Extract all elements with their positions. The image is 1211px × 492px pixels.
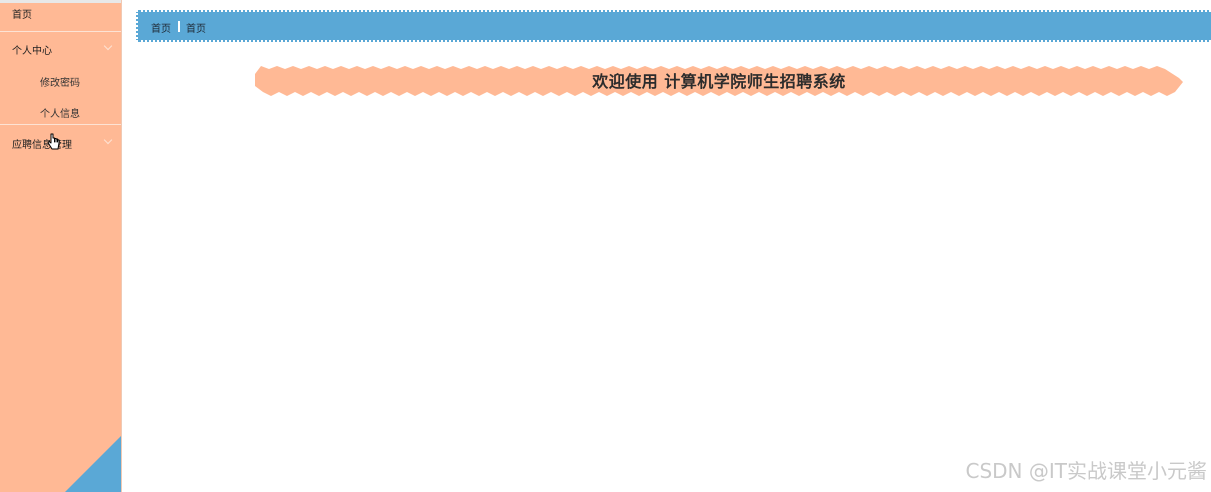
sidebar-item-change-password[interactable]: 修改密码 [0,74,121,90]
sidebar-item-home[interactable]: 首页 [0,6,121,31]
sidebar-group-personal-center[interactable]: 个人中心 [0,41,121,58]
breadcrumb-item-current: 首页 [186,24,206,35]
sidebar-top-strip [0,0,121,3]
sidebar-item-label: 修改密码 [40,78,80,89]
sidebar-corner-decoration [65,436,121,492]
sidebar-divider [0,124,121,125]
sidebar-item-label: 个人信息 [40,109,80,120]
page-title: 欢迎使用 计算机学院师生招聘系统 [592,72,846,91]
sidebar-item-personal-info[interactable]: 个人信息 [0,105,121,121]
breadcrumb-separator [178,21,180,32]
sidebar-group-label: 应聘信息管理 [12,140,72,151]
sidebar-divider [0,31,121,32]
chevron-down-icon [103,41,113,51]
chevron-down-icon [103,135,113,145]
banner-brush-shape [255,66,1183,96]
watermark-text: CSDN @IT实战课堂小元酱 [965,459,1208,483]
breadcrumb: 首页 首页 [136,10,1211,42]
sidebar-item-label: 首页 [12,10,32,21]
sidebar: 首页 个人中心 修改密码 个人信息 应聘信息管理 [0,0,122,492]
sidebar-group-label: 个人中心 [12,46,52,57]
welcome-banner: 欢迎使用 计算机学院师生招聘系统 [255,60,1183,98]
mouse-pointer-icon [47,133,61,155]
breadcrumb-item-home[interactable]: 首页 [151,24,171,35]
sidebar-group-application-management[interactable]: 应聘信息管理 [0,135,121,152]
